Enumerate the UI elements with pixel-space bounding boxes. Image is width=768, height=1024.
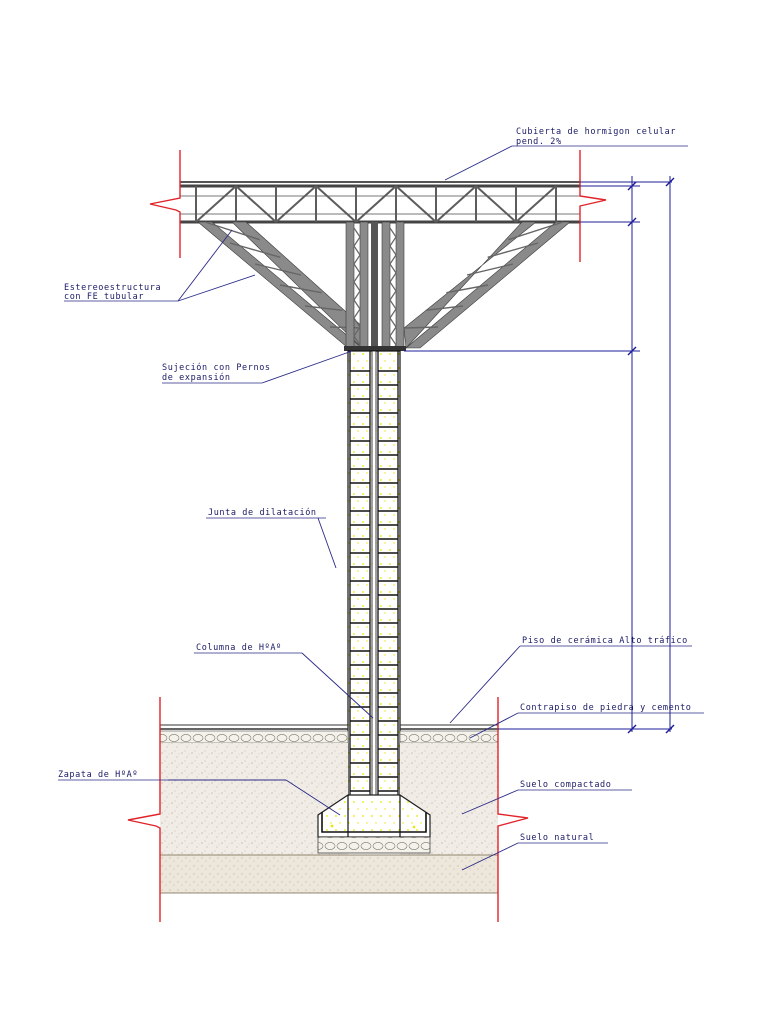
label-contrapiso: Contrapiso de piedra y cemento bbox=[520, 703, 692, 713]
label-columna: Columna de HºAº bbox=[196, 643, 282, 653]
label-suelo-compactado: Suelo compactado bbox=[520, 780, 611, 790]
label-piso: Piso de cerámica Alto tráfico bbox=[522, 636, 688, 646]
label-estereo-line1: Estereoestructura bbox=[64, 283, 161, 293]
label-estereo-line2: con FE tubular bbox=[64, 292, 144, 302]
label-cubierta-line1: Cubierta de hormigon celular bbox=[516, 127, 676, 137]
ground-section bbox=[159, 724, 499, 894]
label-sujecion-line1: Sujeción con Pernos bbox=[162, 362, 271, 373]
concrete-column bbox=[347, 350, 401, 838]
label-suelo-natural: Suelo natural bbox=[520, 833, 594, 843]
label-junta: Junta de dilatación bbox=[208, 507, 317, 518]
leader-lines bbox=[58, 145, 704, 871]
annotations: Cubierta de hormigon celular pend. 2% Es… bbox=[58, 127, 692, 843]
label-sujecion-line2: de expansión bbox=[162, 372, 231, 383]
label-cubierta-line2: pend. 2% bbox=[516, 137, 562, 147]
roof-truss bbox=[180, 181, 580, 355]
dimension-lines bbox=[404, 176, 675, 734]
label-zapata: Zapata de HºAº bbox=[58, 770, 138, 780]
break-lines bbox=[127, 150, 607, 922]
